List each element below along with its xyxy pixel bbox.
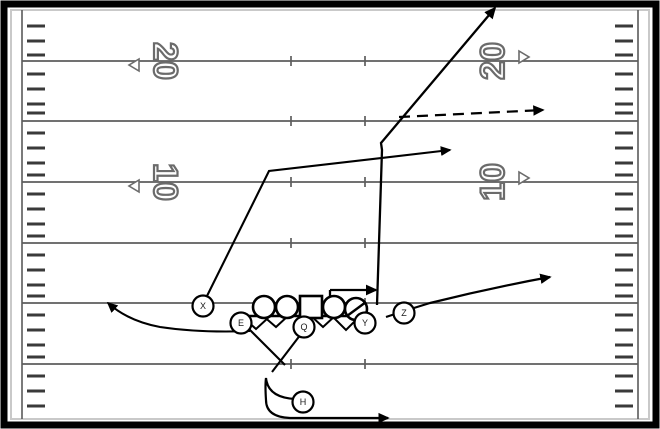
direction-chevron-icon: [127, 178, 140, 194]
sideline-ticks: [27, 24, 633, 408]
yard-number-left-10-text: 10: [146, 163, 184, 201]
player-q-label: Q: [300, 322, 307, 332]
yard-number-left-20-text: 20: [146, 42, 184, 80]
player-y[interactable]: [353, 311, 377, 335]
direction-chevron-icon: [127, 57, 140, 73]
yard-number-right-20-text: 20: [474, 42, 512, 80]
yard-number-right-10-text: 10: [474, 163, 512, 201]
yard-lines: [22, 60, 638, 365]
direction-chevron-icon: [518, 170, 531, 186]
route-h-swing-right: [264, 377, 390, 424]
player-h-label: H: [300, 397, 307, 407]
player-lineman-3[interactable]: [321, 294, 347, 320]
player-q[interactable]: [292, 315, 316, 339]
player-x[interactable]: [191, 294, 215, 318]
route-dashed-pass: [398, 105, 545, 119]
route-q-handoff: [271, 333, 302, 373]
yard-number-left-10: 10: [127, 162, 185, 202]
player-h[interactable]: [291, 390, 315, 414]
direction-chevron-icon: [518, 49, 531, 65]
route-x-post-corner: [204, 146, 452, 301]
player-z-label: Z: [401, 308, 407, 318]
player-lineman-4-slash-icon: [346, 301, 367, 317]
player-z[interactable]: [392, 301, 416, 325]
yard-number-right-10: 10: [473, 162, 531, 202]
player-x-label: X: [200, 301, 206, 311]
player-y-label: Y: [362, 318, 368, 328]
player-e-label: E: [238, 318, 244, 328]
route-e-drag-left: [106, 301, 251, 333]
player-lineman-1[interactable]: [251, 294, 277, 320]
players-layer: X E Q Y Z H: [191, 294, 416, 414]
yard-number-left-20: 20: [127, 41, 185, 81]
player-center[interactable]: [298, 294, 324, 320]
route-vertical-go: [375, 6, 497, 306]
route-e-stem: [247, 327, 286, 366]
player-e[interactable]: [229, 311, 253, 335]
yard-number-right-20: 20: [473, 41, 531, 81]
player-lineman-2[interactable]: [274, 294, 300, 320]
